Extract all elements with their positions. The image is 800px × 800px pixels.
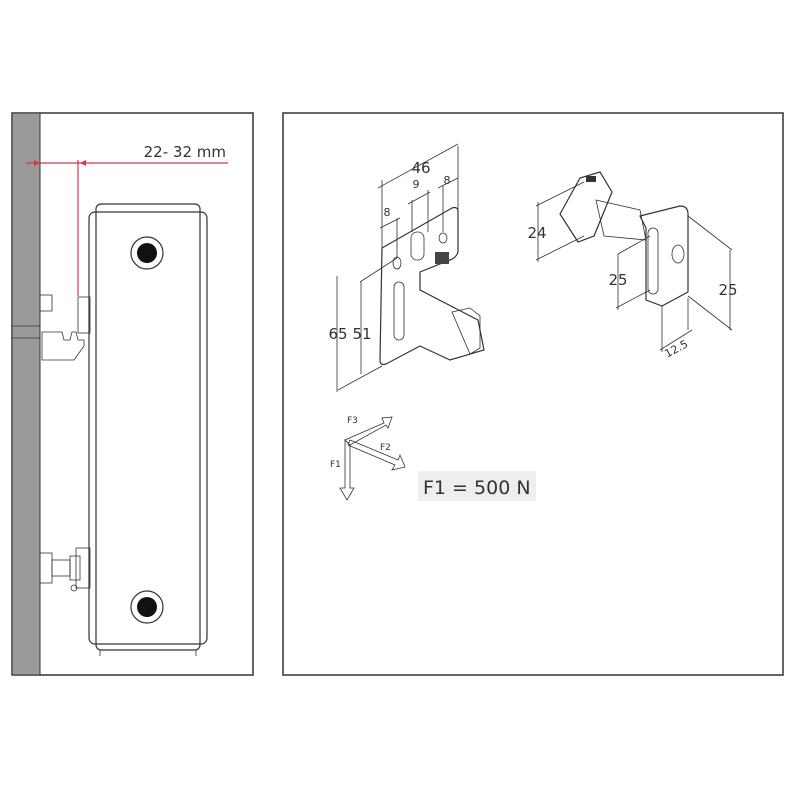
dim-hole-right: 8	[444, 174, 451, 187]
load-rating-label: F1 = 500 N	[423, 477, 531, 499]
f3-label: F3	[347, 416, 358, 426]
dim-width-total: 46	[411, 159, 430, 177]
f3-arrow	[344, 416, 393, 446]
dim-slot-width: 9	[413, 178, 420, 191]
f1-arrow	[339, 439, 355, 501]
top-pipe-connection	[130, 236, 164, 270]
gap-dimension: 22- 32 mm	[26, 143, 228, 296]
f2-arrow	[347, 439, 406, 471]
wall	[11, 112, 41, 676]
side-view-panel: 22- 32 mm	[11, 112, 254, 676]
dim-plate-height: 25	[718, 281, 737, 299]
top-wall-bracket	[39, 294, 91, 361]
bottom-spacer-bracket	[39, 547, 91, 592]
bottom-pipe-connection	[130, 590, 164, 624]
radiator	[88, 203, 208, 656]
force-diagram: F1 F2 F3 F1 = 500 N	[330, 416, 536, 501]
right-panel-frame	[282, 112, 784, 676]
dim-height-hole: 51	[352, 325, 371, 343]
detail-panel: 46 9 8 8 65 51 24 25 25 12.5	[282, 112, 784, 676]
f1-label: F1	[330, 460, 341, 470]
wall-bracket-drawing: 46 9 8 8 65 51	[328, 143, 485, 392]
dim-slot-height: 25	[608, 271, 627, 289]
dim-hole-left: 8	[384, 206, 391, 219]
dim-nut-size: 24	[527, 224, 546, 242]
f2-label: F2	[380, 443, 391, 453]
left-panel-frame	[11, 112, 254, 676]
load-rating-box	[418, 471, 536, 501]
dim-height-total: 65	[328, 325, 347, 343]
gap-dimension-label: 22- 32 mm	[144, 143, 226, 161]
